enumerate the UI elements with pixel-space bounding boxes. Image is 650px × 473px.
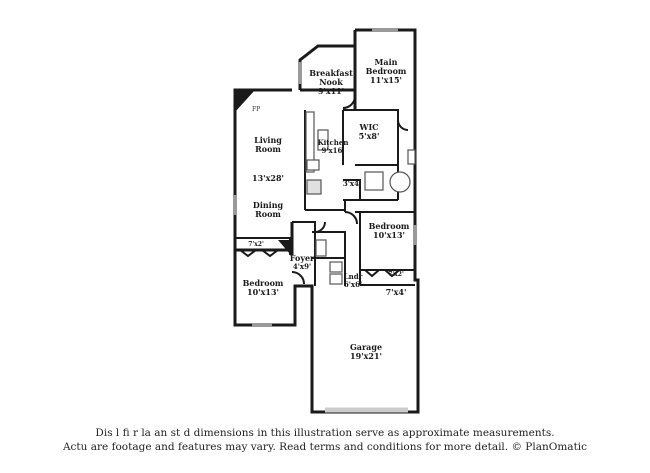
laundry-label: Lndr	[344, 272, 363, 281]
storage-dims: 7'x4'	[386, 287, 407, 297]
garage-label: Garage	[350, 342, 382, 352]
kitchen-dims: 9'x16'	[321, 146, 344, 155]
disclaimer-line-1: Dis l fi r la an st d dimensions in this…	[95, 427, 555, 439]
main-bedroom-dims: 11'x15'	[370, 75, 402, 85]
bedroom-left-label: Bedroom	[243, 278, 284, 288]
kitchen-stove	[306, 159, 320, 171]
interior-wall-bedroom-right	[355, 211, 415, 286]
closet-left-dims: 7'x2'	[248, 241, 264, 248]
pantry-corner	[278, 240, 290, 254]
bath-dims: 3'x4'	[343, 179, 361, 188]
disclaimer-line-2: Actu are footage and features may vary. …	[62, 441, 588, 453]
wic-label: WIC	[358, 122, 378, 132]
kitchen-label: Kitchen	[318, 138, 349, 147]
main-bedroom-line1: Main	[375, 57, 398, 67]
interior-wall-kitchen	[304, 110, 345, 211]
interior-wall-wic	[342, 109, 399, 200]
breakfast-nook-line1: Breakfast	[309, 68, 353, 78]
door-arc-foyer	[291, 271, 305, 285]
breakfast-nook-line2: Nook	[319, 77, 343, 87]
wic-dims: 5'x8'	[359, 131, 380, 141]
breakfast-nook-dims: 9'x11'	[318, 86, 344, 96]
foyer-dims: 4'x9'	[293, 262, 311, 271]
kitchen-island	[317, 129, 329, 151]
tub	[389, 171, 411, 193]
fridge	[306, 179, 322, 195]
dryer	[329, 273, 343, 285]
bedroom-right-label: Bedroom	[369, 221, 410, 231]
fireplace	[235, 90, 255, 112]
door-arc-breakfast	[342, 95, 356, 109]
main-bedroom-line2: Bedroom	[366, 66, 407, 76]
bedroom-left-dims: 10'x13'	[247, 287, 279, 297]
living-room-dims: 13'x28'	[252, 173, 284, 183]
interior-wall-laundry	[312, 231, 346, 286]
washer	[329, 261, 343, 273]
bath-vanity	[315, 239, 327, 257]
garage-dims: 19'x21'	[350, 351, 382, 361]
door-arc-bedroom	[344, 211, 358, 225]
shower	[364, 171, 384, 191]
kitchen-counter	[305, 111, 315, 173]
laundry-dims: 6'x6'	[344, 280, 362, 289]
fireplace-label: FP	[252, 106, 260, 113]
living-room-line2: Room	[255, 144, 281, 154]
living-room-line1: Living	[254, 135, 282, 145]
closet-right-dims: 7'x2'	[388, 271, 404, 278]
dining-room-line2: Room	[255, 209, 281, 219]
closet-doors-left	[239, 249, 279, 258]
closet-doors-right	[364, 269, 400, 278]
bedroom-right-dims: 10'x13'	[373, 230, 405, 240]
interior-wall-foyer	[292, 221, 316, 286]
door-arc-wic	[397, 119, 409, 131]
foyer-label: Foyer	[290, 253, 315, 263]
vanity	[407, 149, 416, 165]
door-arc-laundry	[314, 221, 326, 233]
dining-room-line1: Dining	[253, 200, 284, 210]
